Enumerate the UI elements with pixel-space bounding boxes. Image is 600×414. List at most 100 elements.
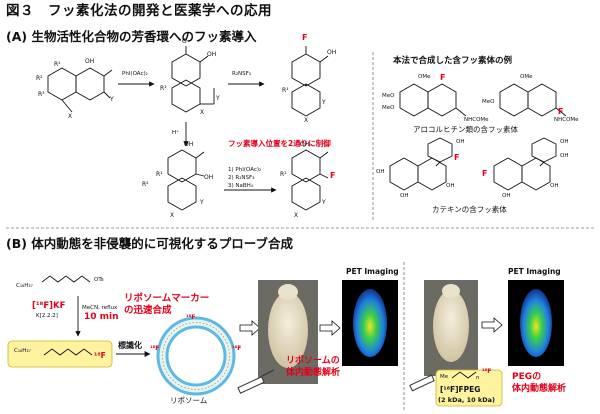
- label-f-ortho: F: [302, 33, 308, 42]
- product-highlight-box: [7, 340, 113, 368]
- structure-starting-material: [47, 67, 113, 113]
- label-oh-ex4d: OH: [550, 183, 559, 189]
- label-f-ex1: F: [440, 73, 446, 82]
- pet-label-1: PET Imaging: [346, 267, 399, 276]
- examples-title: 本法で合成した含フッ素体の例: [393, 56, 513, 66]
- label-oh-6: OH: [300, 141, 310, 148]
- reagent-fluorination-1: R₂NSF₃: [232, 71, 252, 77]
- structure-allocolchicine-1: [399, 83, 467, 117]
- arrow-to-pet-2: [481, 317, 503, 333]
- label-oh-ex4b: OH: [560, 153, 569, 159]
- label-oh-ex4c: OH: [502, 193, 511, 199]
- label-nhcome-1: NHCOMe: [464, 117, 489, 123]
- label-y-3: Y: [322, 99, 326, 106]
- label-nhcome-2: NHCOMe: [554, 117, 579, 123]
- syringe-1: [237, 369, 275, 394]
- label-ome-1: OMe: [418, 74, 431, 80]
- leaving-group: OTs: [94, 277, 104, 283]
- structure-tosylate: [41, 275, 91, 283]
- section-a-title: (A) 生物活性化合物の芳香環へのフッ素導入: [6, 29, 257, 44]
- peg-highlight-box: [435, 369, 503, 407]
- catalyst: K[2.2.2]: [36, 313, 58, 319]
- colchicine-caption: アロコルヒチン類の含フッ素体: [413, 125, 518, 134]
- rapid-note-1: リポソームマーカー: [124, 293, 210, 304]
- pet-label-2: PET Imaging: [508, 267, 561, 276]
- step-1: 1) PhI(OAc)₂: [228, 167, 262, 173]
- label-oh-3: OH: [327, 49, 337, 56]
- figure-title: 図３ フッ素化法の開発と医薬学への応用: [6, 3, 272, 19]
- label-r1-4: R¹: [156, 171, 163, 178]
- reagent-oxidation: PhI(OAc)₂: [122, 71, 148, 77]
- label-f-ex2: F: [558, 107, 564, 116]
- peg-n: n: [476, 375, 480, 381]
- label-x-5: X: [294, 212, 299, 219]
- label-x-3: X: [304, 117, 309, 124]
- reagent-kf: [¹⁸F]KF: [32, 301, 66, 311]
- syringe-2: [409, 374, 435, 392]
- label-y-1: Y: [110, 96, 114, 103]
- peg-analysis-1: PEGの: [512, 372, 542, 382]
- label-meo-1: MeO: [382, 93, 395, 99]
- peg-me: Me: [440, 374, 449, 380]
- structure-allocolchicine-2: [499, 83, 567, 117]
- label-r1-1: R¹: [54, 61, 61, 68]
- label-oh-ex3: OH: [456, 139, 465, 145]
- label-f-ex4: F: [482, 169, 488, 178]
- label-x-1: X: [68, 113, 73, 120]
- product-alkyl: C₁₈H₃₇: [14, 348, 31, 354]
- precursor-alkyl: C₁₈H₃₇: [16, 283, 33, 289]
- structure-product-ortho: [291, 46, 329, 117]
- structure-product-meta: [291, 149, 329, 211]
- label-oh-1: OH: [85, 58, 95, 65]
- label-o-2: O: [182, 38, 187, 45]
- peg-f18: ¹⁸F: [482, 368, 492, 375]
- structure-rearranged: [167, 149, 205, 211]
- label-ome-2: OMe: [520, 74, 533, 80]
- label-x-4: X: [170, 212, 175, 219]
- label-r3-1: R³: [38, 91, 45, 98]
- acid-label: H⁺: [172, 130, 180, 136]
- label-f-ex3: F: [454, 153, 460, 162]
- label-y-4: Y: [200, 199, 204, 206]
- regiocontrol-note: フッ素導入位置を2通りに制御: [228, 139, 331, 148]
- structure-catechin-1: [389, 137, 453, 191]
- label-oh-4: OH: [184, 141, 194, 148]
- section-b-title: (B) 体内動態を非侵襲的に可視化するプローブ合成: [6, 236, 294, 251]
- structure-catechin-2: [493, 137, 557, 191]
- label-ho-ex3: OH: [376, 169, 385, 175]
- rapid-note-2: の迅速合成: [124, 305, 172, 316]
- label-meo-3: MeO: [482, 99, 495, 105]
- peg-size: (2 kDa, 10 kDa): [438, 396, 495, 404]
- f18-top: ¹⁸F: [186, 314, 196, 321]
- f18-left: ¹⁸F: [150, 345, 160, 352]
- liposome-analysis-1: リポソームの: [286, 356, 340, 366]
- labeling-label: 標識化: [118, 341, 142, 350]
- peg-analysis-2: 体内動態解析: [512, 384, 567, 394]
- label-r1-2: R¹: [160, 85, 167, 92]
- catechin-caption: カテキンの含フッ素体: [432, 205, 507, 214]
- structure-fluoro-lipid: [43, 348, 93, 356]
- label-oh-ex3b: OH: [400, 193, 409, 199]
- step-2: 2) R₂NSF₃: [228, 175, 255, 181]
- label-y-2: Y: [216, 95, 220, 102]
- label-oh-2: OH: [207, 51, 217, 58]
- label-meo-2: MeO: [382, 105, 395, 111]
- label-r2-4: R²: [142, 181, 149, 188]
- structure-dienone: [171, 46, 215, 113]
- label-oh-5: OH: [204, 174, 214, 181]
- peg-name: [¹⁸F]FPEG: [440, 385, 481, 394]
- liposome-analysis-2: 体内動態解析: [286, 368, 341, 378]
- conditions: MeCN, reflux: [82, 305, 118, 311]
- liposome-label: リポソーム: [170, 396, 208, 405]
- label-r1-5: R¹: [280, 171, 287, 178]
- label-oh-ex4: OH: [560, 139, 569, 145]
- reaction-time: 10 min: [84, 312, 119, 322]
- label-y-5: Y: [322, 199, 326, 206]
- label-r1-3: R¹: [282, 87, 289, 94]
- arrow-to-rat-1: [239, 320, 261, 336]
- step-3: 3) NaBH₄: [228, 183, 253, 189]
- label-x-2: X: [200, 109, 205, 116]
- liposome-illustration: [156, 316, 236, 396]
- label-f-meta: F: [330, 171, 336, 180]
